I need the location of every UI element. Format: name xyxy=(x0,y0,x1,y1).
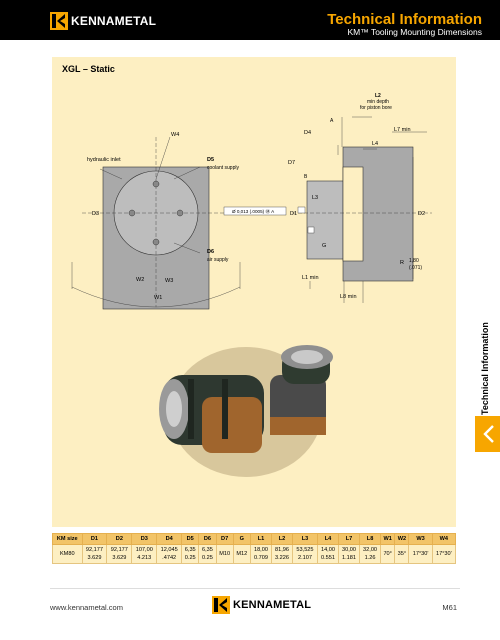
col-d5: D5 xyxy=(181,533,200,545)
label-r-value-inch: (.071) xyxy=(409,265,422,271)
label-d7: D7 xyxy=(288,160,295,166)
side-tab-accent xyxy=(475,416,500,452)
col-w3: W3 xyxy=(408,533,433,545)
label-tolerance: Ø 0,013 (.0005) Ⓜ A xyxy=(232,208,275,215)
footer-logo: KENNAMETAL xyxy=(212,596,311,614)
drawing-panel: XGL – Static hydraulic inlet W4 D5 coola… xyxy=(52,57,456,527)
label-g: G xyxy=(322,243,326,249)
cell-d7: M10 xyxy=(215,544,234,564)
col-l2: L2 xyxy=(270,533,294,545)
table-header-row: KM size D1 D2 D3 D4 D5 D6 D7 G L1 L2 L3 … xyxy=(52,533,457,545)
page-subtitle: KM™ Tooling Mounting Dimensions xyxy=(347,27,483,37)
label-d3: D3 xyxy=(92,211,99,217)
label-r: R xyxy=(400,260,404,266)
page-title: Technical Information xyxy=(327,11,482,28)
label-w1: W1 xyxy=(154,295,162,301)
col-w1: W1 xyxy=(380,533,396,545)
col-l8: L8 xyxy=(359,533,382,545)
label-d5: D5 xyxy=(207,157,214,163)
product-illustration xyxy=(159,345,333,477)
label-w3: W3 xyxy=(165,278,173,284)
label-d1: D1 xyxy=(290,211,297,217)
col-d3: D3 xyxy=(131,533,158,545)
col-w4: W4 xyxy=(431,533,457,545)
col-d1: D1 xyxy=(81,533,108,545)
label-d2: D2 xyxy=(418,211,425,217)
chevron-left-icon xyxy=(483,425,494,443)
cell-w1: 70° xyxy=(380,544,396,564)
footer-website-link[interactable]: www.kennametal.com xyxy=(50,603,123,612)
cell-w3: 17°30' xyxy=(408,544,433,564)
col-l4: L4 xyxy=(316,533,339,545)
col-d2: D2 xyxy=(106,533,133,545)
label-a-datum: A xyxy=(330,118,334,124)
cell-w4: 17°30' xyxy=(431,544,457,564)
label-l4: L4 xyxy=(372,141,378,147)
side-tab-label: Technical Information xyxy=(480,322,490,415)
cell-km-size: KM80 xyxy=(52,544,83,564)
label-b-datum: B xyxy=(304,174,308,180)
label-l2: L2 xyxy=(375,93,381,99)
label-w2: W2 xyxy=(136,277,144,283)
col-km-size: KM size xyxy=(52,533,83,545)
label-l8-min: L8 min xyxy=(340,294,357,300)
label-l7-min: L7 min xyxy=(394,127,411,133)
brand-name: KENNAMETAL xyxy=(71,14,157,28)
col-l7: L7 xyxy=(337,533,361,545)
technical-drawing: hydraulic inlet W4 D5 coolant supply D3 … xyxy=(71,93,432,477)
col-d7: D7 xyxy=(215,533,234,545)
kennametal-logo-icon xyxy=(212,596,230,614)
col-l1: L1 xyxy=(249,533,272,545)
kennametal-logo-icon xyxy=(50,12,68,30)
footer-brand-name: KENNAMETAL xyxy=(233,599,312,611)
label-coolant-supply: coolant supply xyxy=(207,165,239,171)
col-d4: D4 xyxy=(156,533,183,545)
col-w2: W2 xyxy=(394,533,410,545)
col-l3: L3 xyxy=(292,533,318,545)
label-air-supply: air supply xyxy=(207,257,229,263)
page-number: M61 xyxy=(442,603,457,612)
label-d4: D4 xyxy=(304,130,311,136)
label-w4: W4 xyxy=(171,132,179,138)
dimension-table: KM size D1 D2 D3 D4 D5 D6 D7 G L1 L2 L3 … xyxy=(52,533,457,564)
cell-w2: 35° xyxy=(394,544,410,564)
col-d6: D6 xyxy=(198,533,217,545)
label-hydraulic-inlet: hydraulic inlet xyxy=(87,157,121,163)
page-header: KENNAMETAL Technical Information KM™ Too… xyxy=(0,0,500,40)
label-r-value: 1,80 xyxy=(409,258,419,264)
label-l3: L3 xyxy=(312,195,318,201)
footer-divider xyxy=(50,588,460,589)
label-min-depth: min depth xyxy=(367,99,389,105)
label-for-piston-bore: for piston bore xyxy=(360,105,392,111)
cell-d4: 12,045.4742 xyxy=(156,544,183,564)
label-d6: D6 xyxy=(207,249,214,255)
label-l1-min: L1 min xyxy=(302,275,319,281)
cell-g: M12 xyxy=(232,544,251,564)
col-g: G xyxy=(232,533,251,545)
section-title: XGL – Static xyxy=(62,64,115,74)
brand-logo: KENNAMETAL xyxy=(50,12,156,30)
